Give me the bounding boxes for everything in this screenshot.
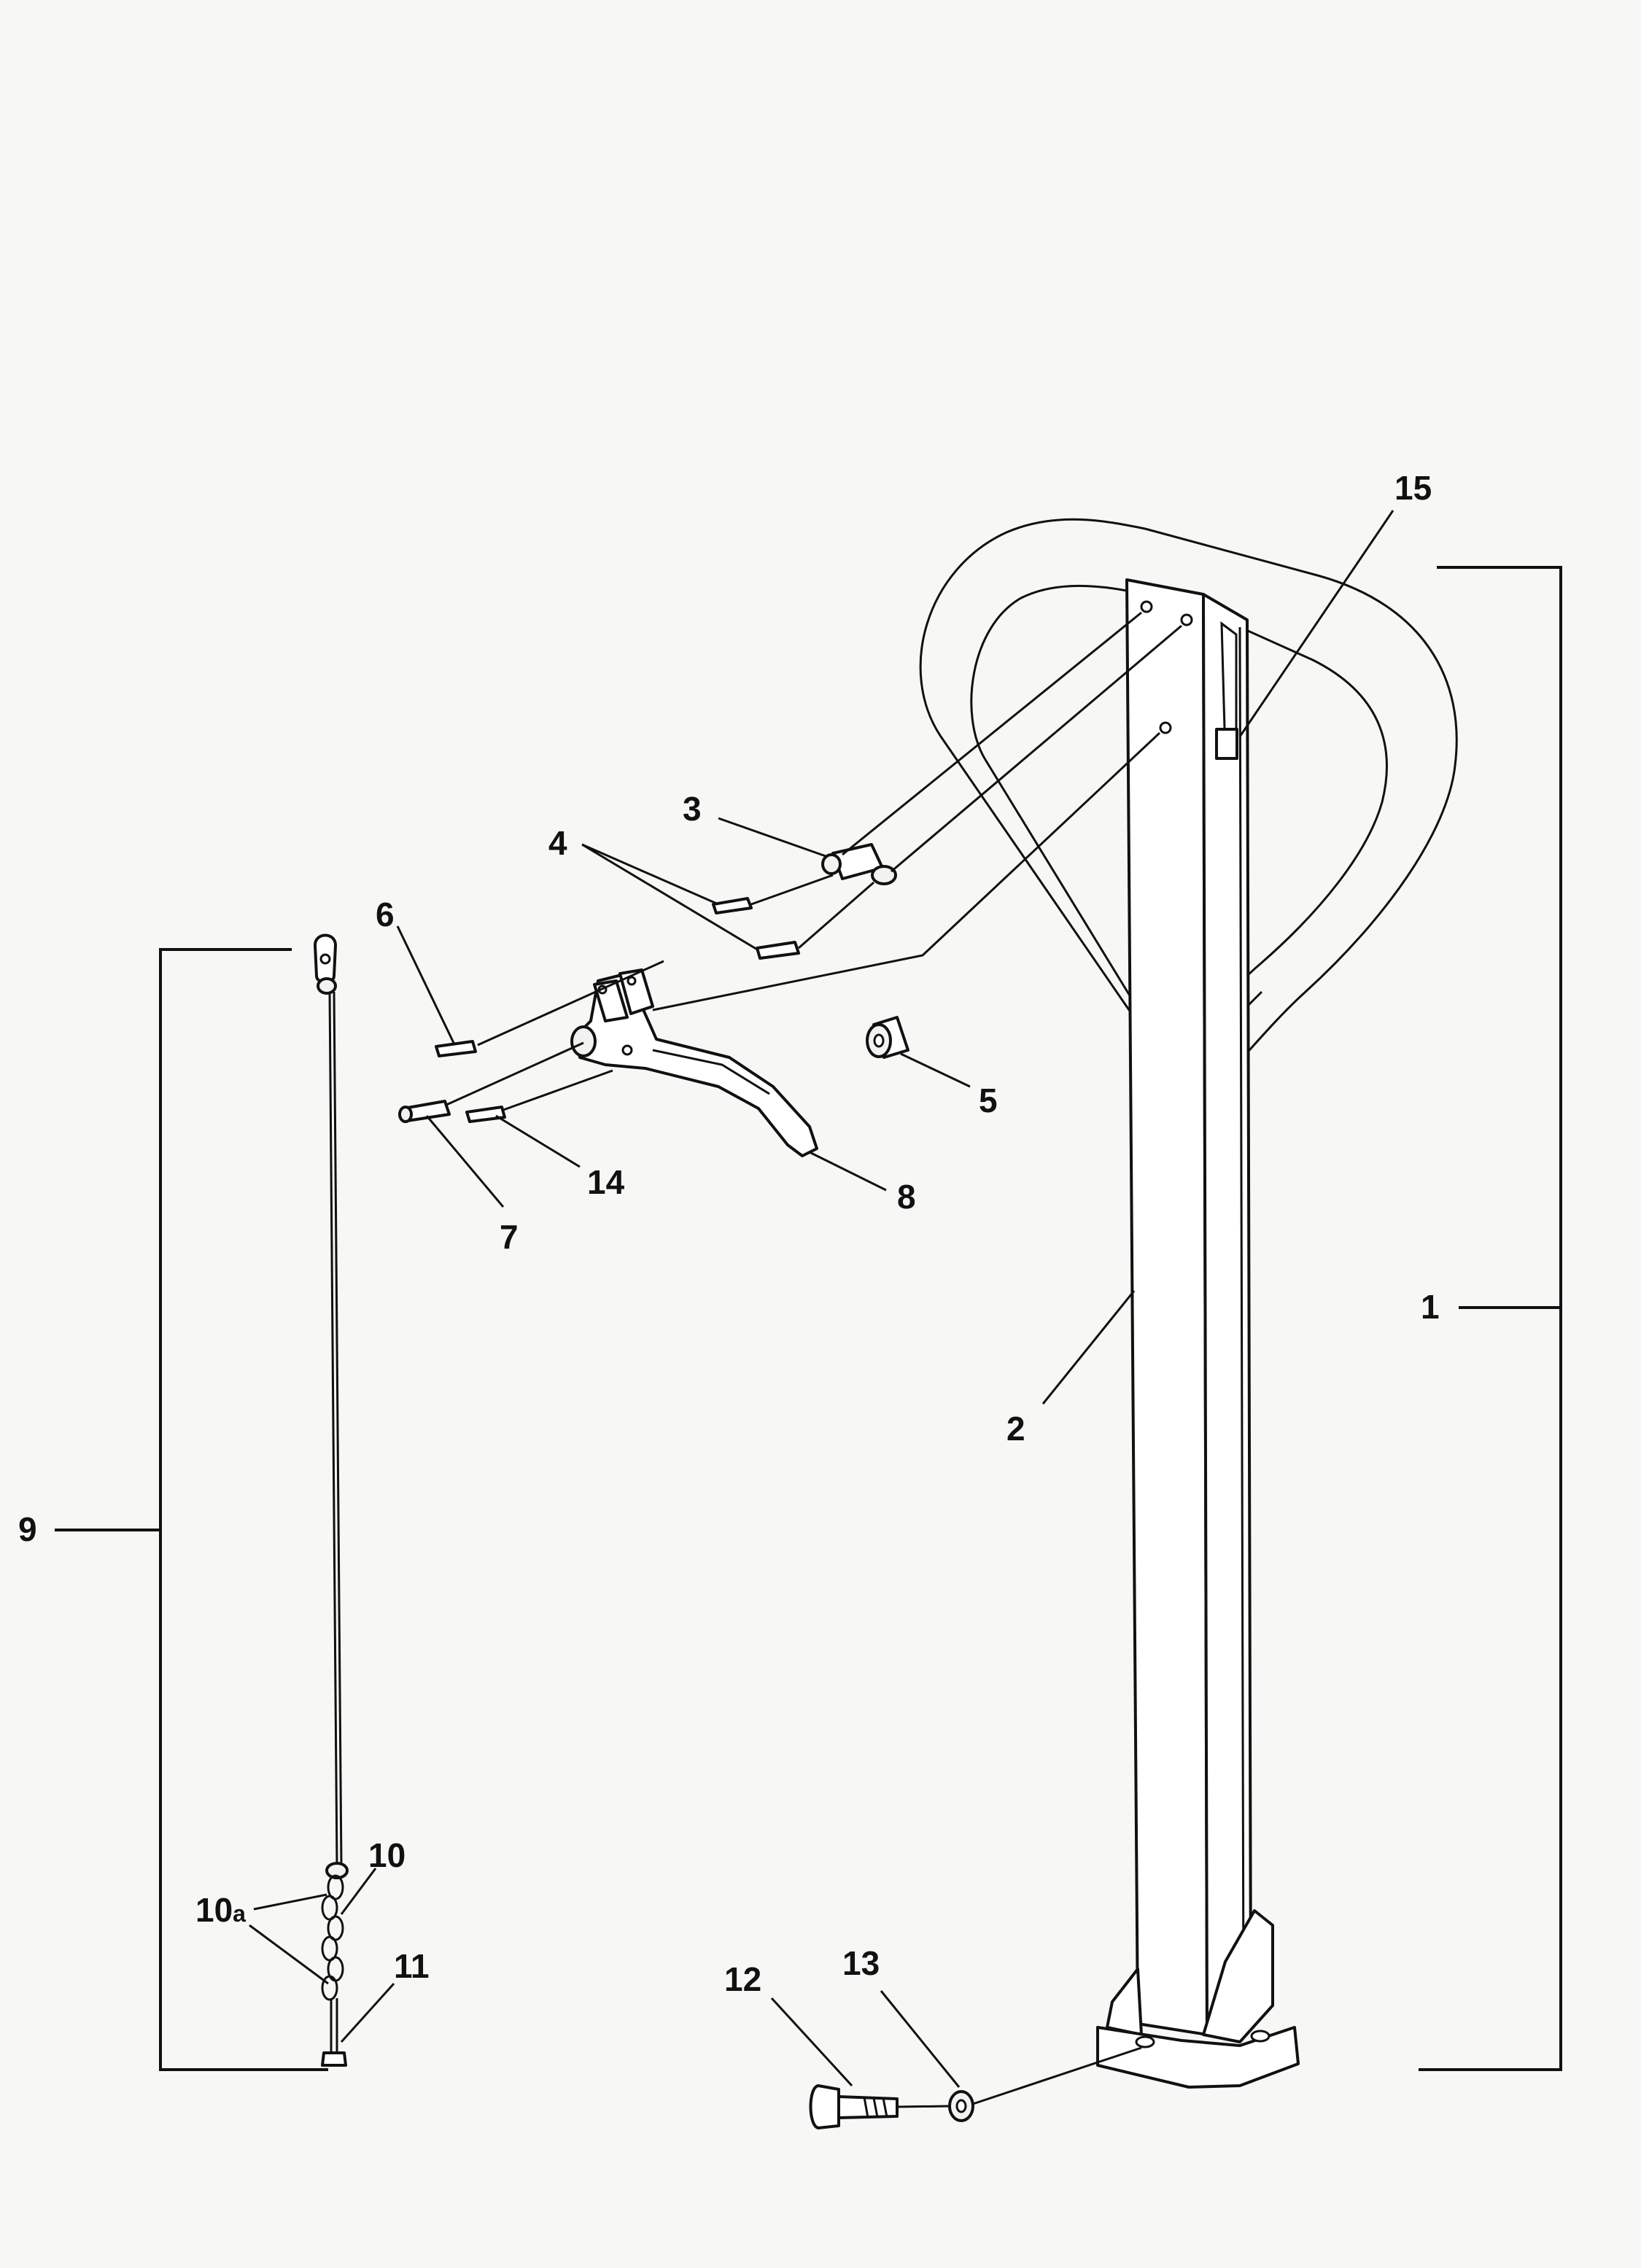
part-5-roller (866, 1016, 909, 1059)
callout-11: 11 (394, 1947, 430, 1985)
callout-5: 5 (979, 1081, 998, 1119)
part-3-block (821, 843, 897, 885)
callout-6: 6 (376, 896, 395, 933)
part-7-pin (398, 1100, 451, 1123)
callout-3: 3 (683, 790, 702, 828)
part-9-chain-rod (314, 933, 349, 2067)
callout-7: 7 (500, 1218, 519, 1256)
callout-4: 4 (548, 824, 567, 862)
callout-15: 15 (1394, 469, 1432, 507)
callout-2: 2 (1006, 1410, 1025, 1448)
part-8-lever (570, 968, 818, 1157)
alignment-lines (446, 611, 1182, 2108)
callout-1: 1 (1421, 1288, 1440, 1326)
part-4-pins (712, 897, 800, 960)
part-12-bolt (809, 2084, 899, 2129)
leader-lines (249, 510, 1394, 2088)
callout-9: 9 (18, 1510, 37, 1548)
bracket-1 (1419, 566, 1562, 2071)
callout-10a: 10a (195, 1891, 246, 1929)
callout-10: 10 (368, 1836, 406, 1874)
bracket-9 (159, 948, 328, 2071)
callout-13: 13 (842, 1944, 880, 1982)
callout-12: 12 (724, 1960, 761, 1998)
part-13-washer (948, 2090, 974, 2122)
handle-column (1096, 578, 1300, 2089)
callout-8: 8 (897, 1178, 916, 1216)
callout-14: 14 (587, 1163, 625, 1201)
part-6-pin (435, 1040, 477, 1057)
part-14-pin (465, 1106, 506, 1123)
